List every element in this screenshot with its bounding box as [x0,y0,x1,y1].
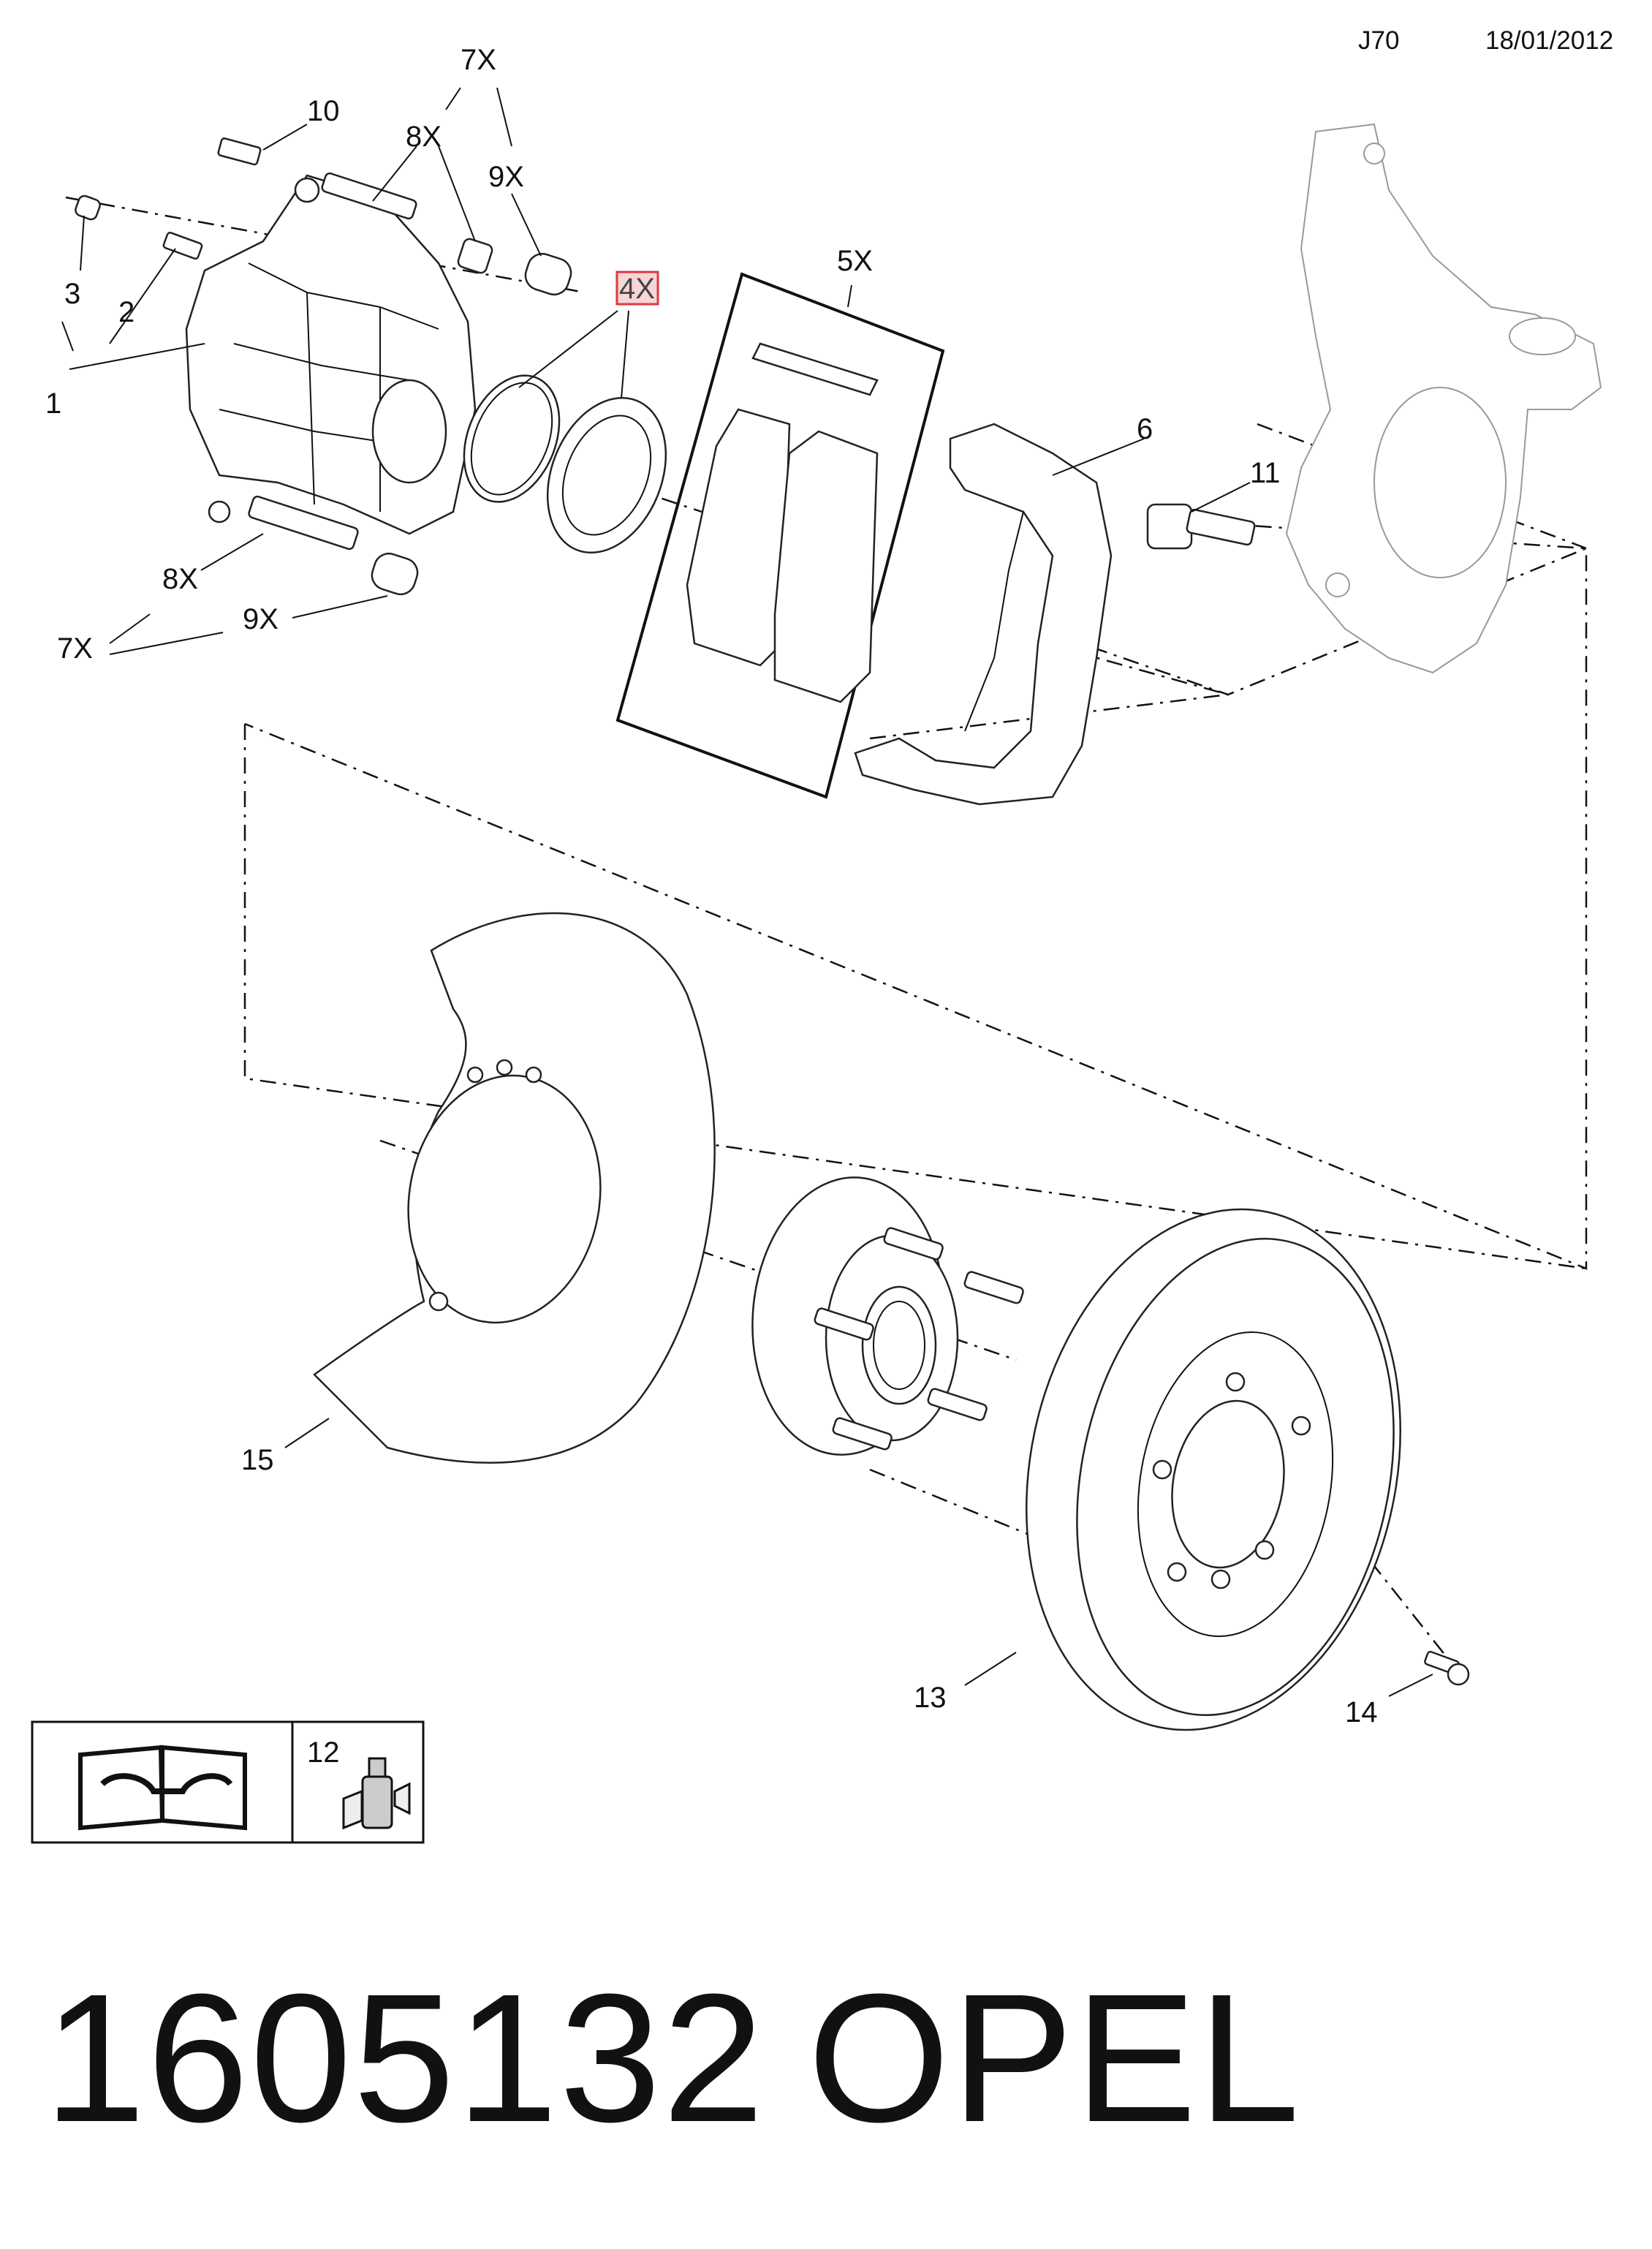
callout-1: 1 [45,388,61,420]
brake-disc [1026,1208,1401,1731]
callout-15: 15 [241,1444,274,1476]
callout-2: 2 [118,296,134,328]
dust-shield [313,912,716,1464]
diagram-date: 18/01/2012 [1485,26,1614,55]
callout-11: 11 [1250,457,1281,489]
callout-8x-top: 8X [406,121,442,153]
callout-14: 14 [1345,1696,1378,1728]
callout-12: 12 [307,1736,340,1769]
callout-labels: 7X 10 8X 9X 3 2 1 4X 5X 6 11 8X 9X 7X 15… [45,44,1378,1728]
legend-box: 12 [31,1720,425,1844]
leader-lines [61,87,1433,1697]
diagram-code: J70 [1358,26,1400,55]
callout-10: 10 [307,95,340,127]
piston-seal [463,374,561,503]
callout-9x-top: 9X [488,161,524,193]
brake-pad-kit [615,272,945,799]
bleed-screw-and-cap [75,137,262,260]
wheel-hub-bearing [751,1176,1024,1456]
callout-4x-highlight-box [615,271,659,306]
callout-9x-bottom: 9X [243,603,279,635]
brake-caliper [185,174,477,535]
part-number: 1605132 [44,1956,766,2160]
callout-5x: 5X [837,245,873,277]
callout-7x-top: 7X [461,44,496,76]
manual-book-icon [78,1745,247,1831]
callout-7x-bottom: 7X [57,632,93,665]
caliper-carrier-bracket [854,423,1113,806]
callout-4x: 4X [619,273,655,305]
callout-3: 3 [64,278,80,310]
carrier-bolt [1146,503,1256,550]
callout-13: 13 [914,1682,947,1714]
callout-6: 6 [1137,413,1153,445]
callout-8x-bottom: 8X [162,563,198,595]
dust-boot [546,396,667,554]
guide-pin-upper [321,172,572,296]
disc-retaining-screw [1424,1650,1470,1686]
guide-pin-lower [248,495,419,596]
brand-name: OPEL [808,1956,1301,2160]
threadlocker-bottle-icon [342,1757,411,1830]
steering-knuckle [1285,123,1602,674]
